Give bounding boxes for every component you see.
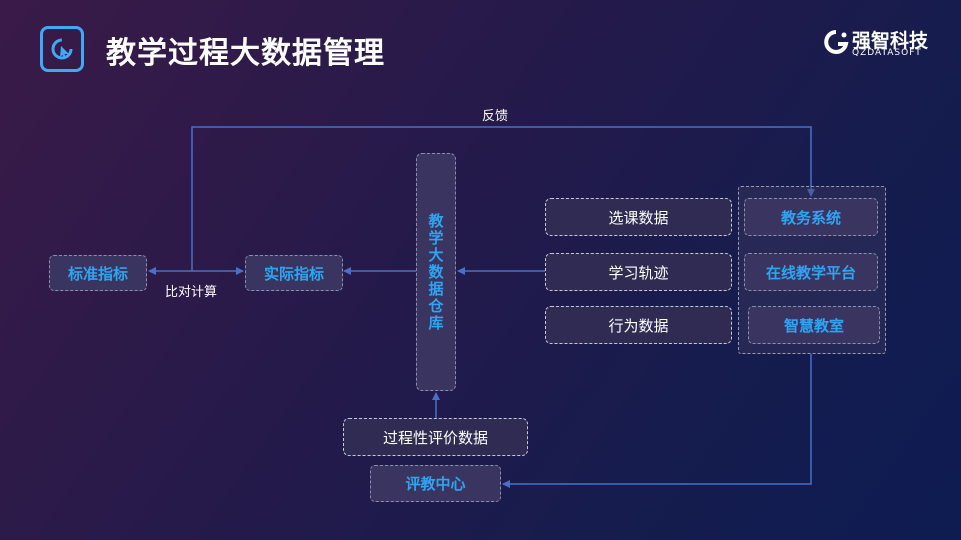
data-warehouse-node: 教学大数据仓库 (416, 153, 456, 391)
brand-name: 强智科技 (852, 30, 929, 52)
actual-indicator-node: 实际指标 (245, 255, 343, 291)
process-eval-data-node: 过程性评价数据 (343, 418, 528, 456)
data-source-course-selection: 选课数据 (545, 198, 732, 236)
brand-logo: 强智科技 QZDATASOFT (822, 26, 940, 60)
page-title: 教学过程大数据管理 (106, 36, 385, 71)
feedback-line (191, 126, 815, 271)
eval-center-node: 评教中心 (370, 465, 501, 502)
compare-label: 比对计算 (165, 285, 218, 300)
data-source-behavior: 行为数据 (545, 306, 732, 344)
standard-indicator-node: 标准指标 (49, 255, 147, 291)
system-smart-classroom: 智慧教室 (748, 306, 880, 344)
data-warehouse-label: 教学大数据仓库 (426, 212, 445, 332)
feedback-label: 反馈 (482, 109, 509, 124)
data-source-learning-track: 学习轨迹 (545, 253, 732, 291)
app-logo-icon (40, 26, 84, 72)
system-academic-affairs: 教务系统 (744, 198, 878, 236)
brand-mark-icon (824, 30, 849, 54)
system-online-teaching: 在线教学平台 (744, 253, 878, 291)
brand-name-en: QZDATASOFT (852, 48, 922, 58)
systems-to-eval-line (502, 354, 812, 488)
